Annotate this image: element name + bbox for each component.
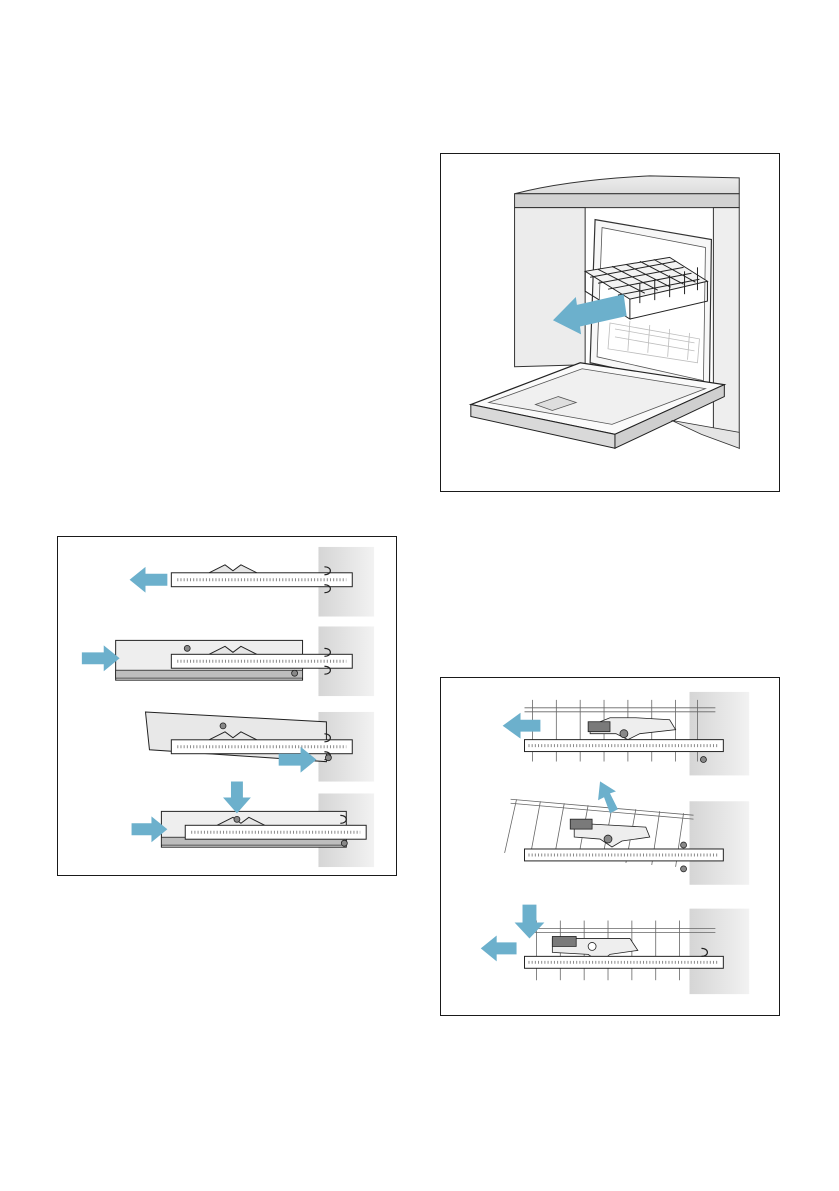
cabinet-wall	[690, 692, 750, 776]
countertop	[515, 176, 740, 194]
rail-mounting-figure	[57, 536, 397, 876]
pin	[184, 645, 190, 651]
pin	[341, 840, 347, 846]
pin	[234, 816, 240, 822]
latch-step-2	[505, 781, 750, 884]
left-cabinet	[515, 208, 586, 367]
dishwasher-illustration	[441, 154, 779, 491]
cabinet-wall	[690, 801, 750, 885]
rack-base	[116, 670, 303, 678]
rail-sequence-illustration	[58, 537, 396, 875]
arrow-right-icon	[82, 645, 120, 671]
arrow-left-icon	[481, 935, 517, 961]
rail-clip	[209, 565, 257, 573]
pin	[604, 835, 612, 843]
latch-sequence-illustration	[441, 678, 779, 1015]
pin	[620, 730, 628, 738]
release-lever	[570, 819, 592, 829]
pin	[681, 866, 687, 872]
rail	[185, 825, 366, 839]
rail-step-2	[82, 626, 374, 696]
latch-release-figure	[440, 677, 780, 1016]
pin	[220, 723, 226, 729]
pin	[681, 842, 687, 848]
pin	[700, 757, 706, 763]
release-lever	[552, 936, 576, 946]
arrow-down-icon	[223, 782, 251, 814]
cabinet-wall	[690, 909, 750, 994]
rail-step-1	[130, 547, 375, 617]
rail-step-3	[145, 712, 374, 782]
arrow-left-icon	[130, 567, 168, 593]
pin	[325, 755, 331, 761]
pin	[292, 670, 298, 676]
pin	[588, 942, 596, 950]
latch-step-3	[481, 905, 749, 994]
arrow-left-icon	[503, 713, 541, 739]
countertop-edge	[515, 194, 740, 208]
dishwasher-rack-removal-figure	[440, 153, 780, 492]
latch-step-1	[503, 692, 750, 776]
arrow-down-icon	[515, 905, 545, 939]
arrow-up-icon	[598, 781, 618, 813]
rail-step-4	[132, 782, 375, 867]
release-lever	[588, 722, 610, 732]
right-cabinet	[713, 208, 739, 449]
